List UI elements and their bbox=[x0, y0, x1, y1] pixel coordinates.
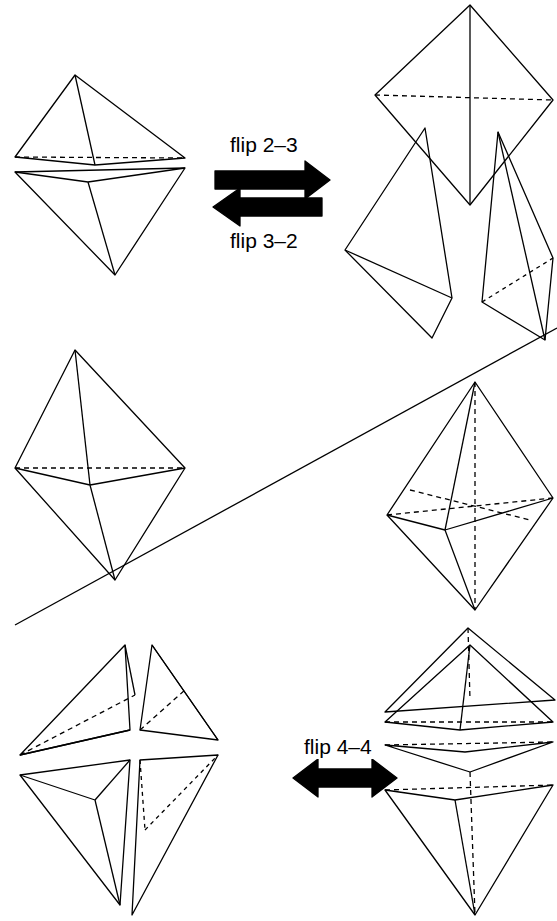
four-tetrahedra-left bbox=[20, 645, 218, 915]
flip-label: flip 3–2 bbox=[228, 229, 300, 253]
flip-arrow-double bbox=[293, 759, 397, 797]
three-tetrahedra bbox=[345, 5, 553, 340]
two-tetrahedra bbox=[15, 75, 185, 275]
bipyramid-right bbox=[387, 382, 553, 610]
flip-label: flip 4–4 bbox=[302, 735, 374, 759]
flip-arrow-left bbox=[213, 188, 322, 226]
separator-line bbox=[15, 328, 557, 625]
bipyramid-left bbox=[15, 350, 185, 580]
four-tetrahedra-right bbox=[385, 628, 555, 915]
flip-label: flip 2–3 bbox=[228, 133, 300, 157]
